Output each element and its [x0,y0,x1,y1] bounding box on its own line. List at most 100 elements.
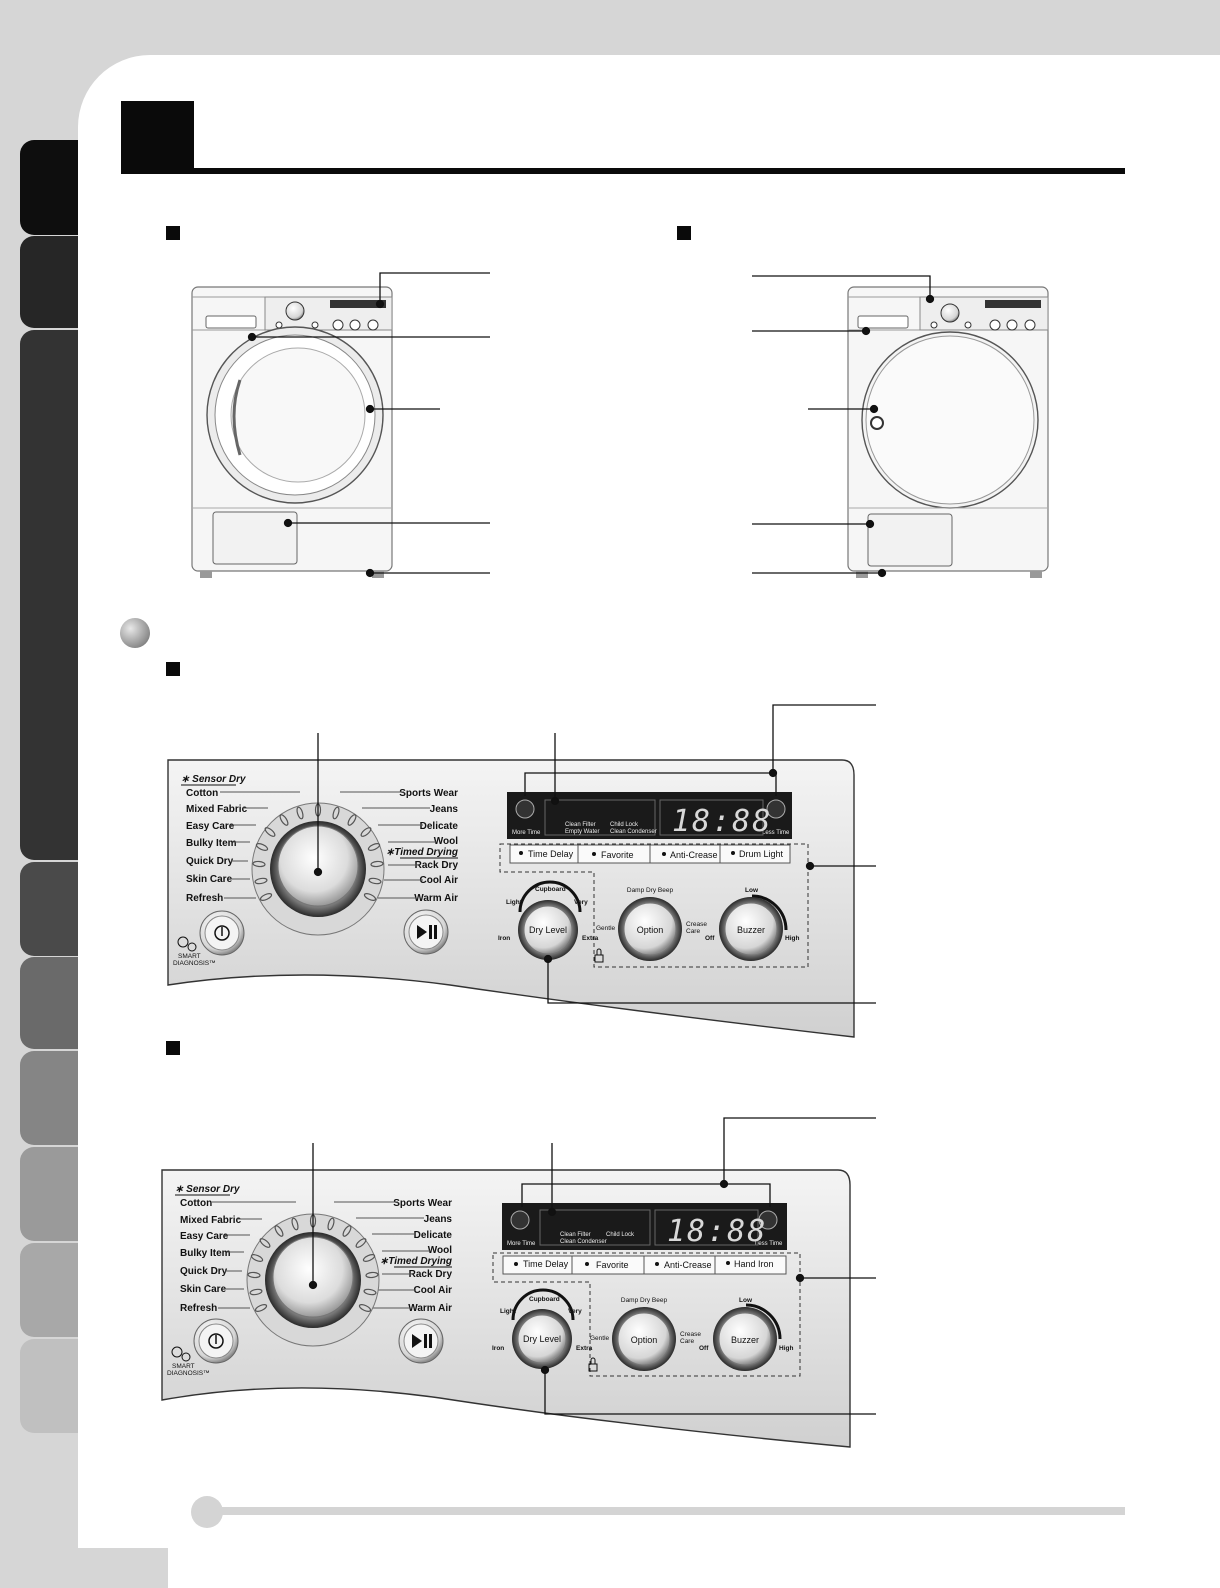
callouts-front-b [752,275,935,578]
svg-text:Care: Care [686,928,700,935]
program-jeans[interactable]: Jeans [430,804,459,815]
program-cool-air[interactable]: Cool Air [419,875,458,886]
program-bulky-item[interactable]: Bulky Item [180,1248,231,1259]
anti-crease-button-b[interactable]: Anti-Crease [664,1260,712,1270]
timed-drying-label: Timed Drying [388,1256,452,1267]
power-icon [214,925,230,941]
hand-iron-button-b[interactable]: Hand Iron [734,1259,774,1269]
svg-text:Empty Water: Empty Water [565,829,599,835]
control-panel-a: ∗ Sensor Dry Cotton Mixed Fabric Easy Ca… [167,759,855,1038]
program-cool-air[interactable]: Cool Air [413,1285,452,1296]
program-skin-care[interactable]: Skin Care [180,1284,227,1295]
program-cotton[interactable]: Cotton [186,788,218,799]
footer-tab [78,1548,168,1588]
program-rack-dry[interactable]: Rack Dry [409,1269,453,1280]
section-circle-icon [120,618,150,648]
program-wool[interactable]: Wool [434,836,458,847]
svg-text:Buzzer: Buzzer [731,1335,759,1345]
svg-text:Low: Low [739,1297,753,1304]
svg-text:∗Timed Drying: ∗Timed Drying [380,1256,452,1267]
page-number-circle [191,1496,223,1528]
program-sports-wear[interactable]: Sports Wear [399,788,458,799]
less-time-button-b[interactable] [758,1210,778,1230]
less-time-button-a[interactable] [766,799,786,819]
svg-text:Option: Option [637,925,664,935]
program-skin-care[interactable]: Skin Care [186,874,233,885]
svg-text:Clean Filter: Clean Filter [560,1232,591,1238]
program-rack-dry[interactable]: Rack Dry [415,860,459,871]
child-lock-icon [594,948,604,963]
program-refresh[interactable]: Refresh [180,1303,217,1314]
svg-text:Crease: Crease [686,921,707,928]
svg-text:Option: Option [631,1335,658,1345]
program-jeans[interactable]: Jeans [424,1214,453,1225]
section-bullet-panel-a [166,662,180,676]
program-warm-air[interactable]: Warm Air [408,1303,452,1314]
svg-text:Damp Dry Beep: Damp Dry Beep [627,887,674,894]
timed-drying-label: Timed Drying [394,847,458,858]
section-bullet-front-a [166,226,180,240]
program-easy-care[interactable]: Easy Care [180,1231,229,1242]
svg-text:Extra: Extra [582,935,599,942]
program-sports-wear[interactable]: Sports Wear [393,1198,452,1209]
drum-light-button-a[interactable]: Drum Light [739,849,784,859]
favorite-button-b[interactable]: Favorite [596,1260,629,1270]
anti-crease-button-a[interactable]: Anti-Crease [670,850,718,860]
footer-rule [205,1507,1125,1515]
dryer-front-a [191,286,393,578]
program-mixed-fabric[interactable]: Mixed Fabric [186,804,248,815]
callouts-panel-a [313,704,876,1004]
svg-text:∗ Sensor Dry: ∗ Sensor Dry [181,774,246,785]
svg-text:Child Lock: Child Lock [610,822,639,828]
title-rule [121,168,1125,174]
svg-text:Cupboard: Cupboard [529,1296,560,1303]
more-time-button-b[interactable] [510,1210,530,1230]
program-delicate[interactable]: Delicate [414,1230,453,1241]
program-quick-dry[interactable]: Quick Dry [180,1266,228,1277]
program-delicate[interactable]: Delicate [420,821,459,832]
svg-text:Child Lock: Child Lock [606,1232,635,1238]
time-delay-button-b[interactable]: Time Delay [523,1259,569,1269]
time-display-a: 18:88 [672,804,772,839]
svg-text:∗ Sensor Dry: ∗ Sensor Dry [175,1184,240,1195]
dry-level-knob-b[interactable]: Dry Level [511,1288,575,1369]
child-lock-icon [588,1357,598,1372]
svg-text:Iron: Iron [492,1345,504,1352]
svg-text:DIAGNOSIS™: DIAGNOSIS™ [173,960,216,967]
buzzer-knob-a[interactable]: Buzzer [719,894,788,961]
svg-text:Less Time: Less Time [755,1241,783,1247]
option-knob-a[interactable]: Option [618,897,682,961]
svg-text:Light: Light [506,899,523,906]
svg-text:Care: Care [680,1338,694,1345]
program-quick-dry[interactable]: Quick Dry [186,856,234,867]
dry-level-knob-a[interactable]: Dry Level [518,880,582,960]
program-easy-care[interactable]: Easy Care [186,821,235,832]
program-bulky-item[interactable]: Bulky Item [186,838,237,849]
sensor-dry-label: Sensor Dry [186,1184,240,1195]
svg-text:More Time: More Time [507,1241,536,1247]
smart-diagnosis-icon: SMART DIAGNOSIS™ [173,936,216,967]
svg-text:SMART: SMART [178,953,201,960]
svg-text:Iron: Iron [498,935,510,942]
callouts-panel-b [308,1117,876,1415]
svg-text:Off: Off [705,935,715,942]
svg-text:High: High [779,1345,793,1352]
svg-text:Cupboard: Cupboard [535,886,566,893]
svg-text:Very: Very [574,899,588,906]
program-wool[interactable]: Wool [428,1245,452,1256]
svg-text:Clean Filter: Clean Filter [565,822,596,828]
more-time-button-a[interactable] [515,799,535,819]
svg-text:Gentle: Gentle [596,925,616,932]
callouts-front-a [247,272,490,578]
option-knob-b[interactable]: Option [612,1307,676,1371]
svg-text:Clean Condenser: Clean Condenser [560,1239,607,1245]
program-mixed-fabric[interactable]: Mixed Fabric [180,1215,242,1226]
svg-text:Crease: Crease [680,1331,701,1338]
program-cotton[interactable]: Cotton [180,1198,212,1209]
program-refresh[interactable]: Refresh [186,893,223,904]
time-delay-button-a[interactable]: Time Delay [528,849,574,859]
program-warm-air[interactable]: Warm Air [414,893,458,904]
favorite-button-a[interactable]: Favorite [601,850,634,860]
buzzer-knob-b[interactable]: Buzzer [713,1303,782,1371]
